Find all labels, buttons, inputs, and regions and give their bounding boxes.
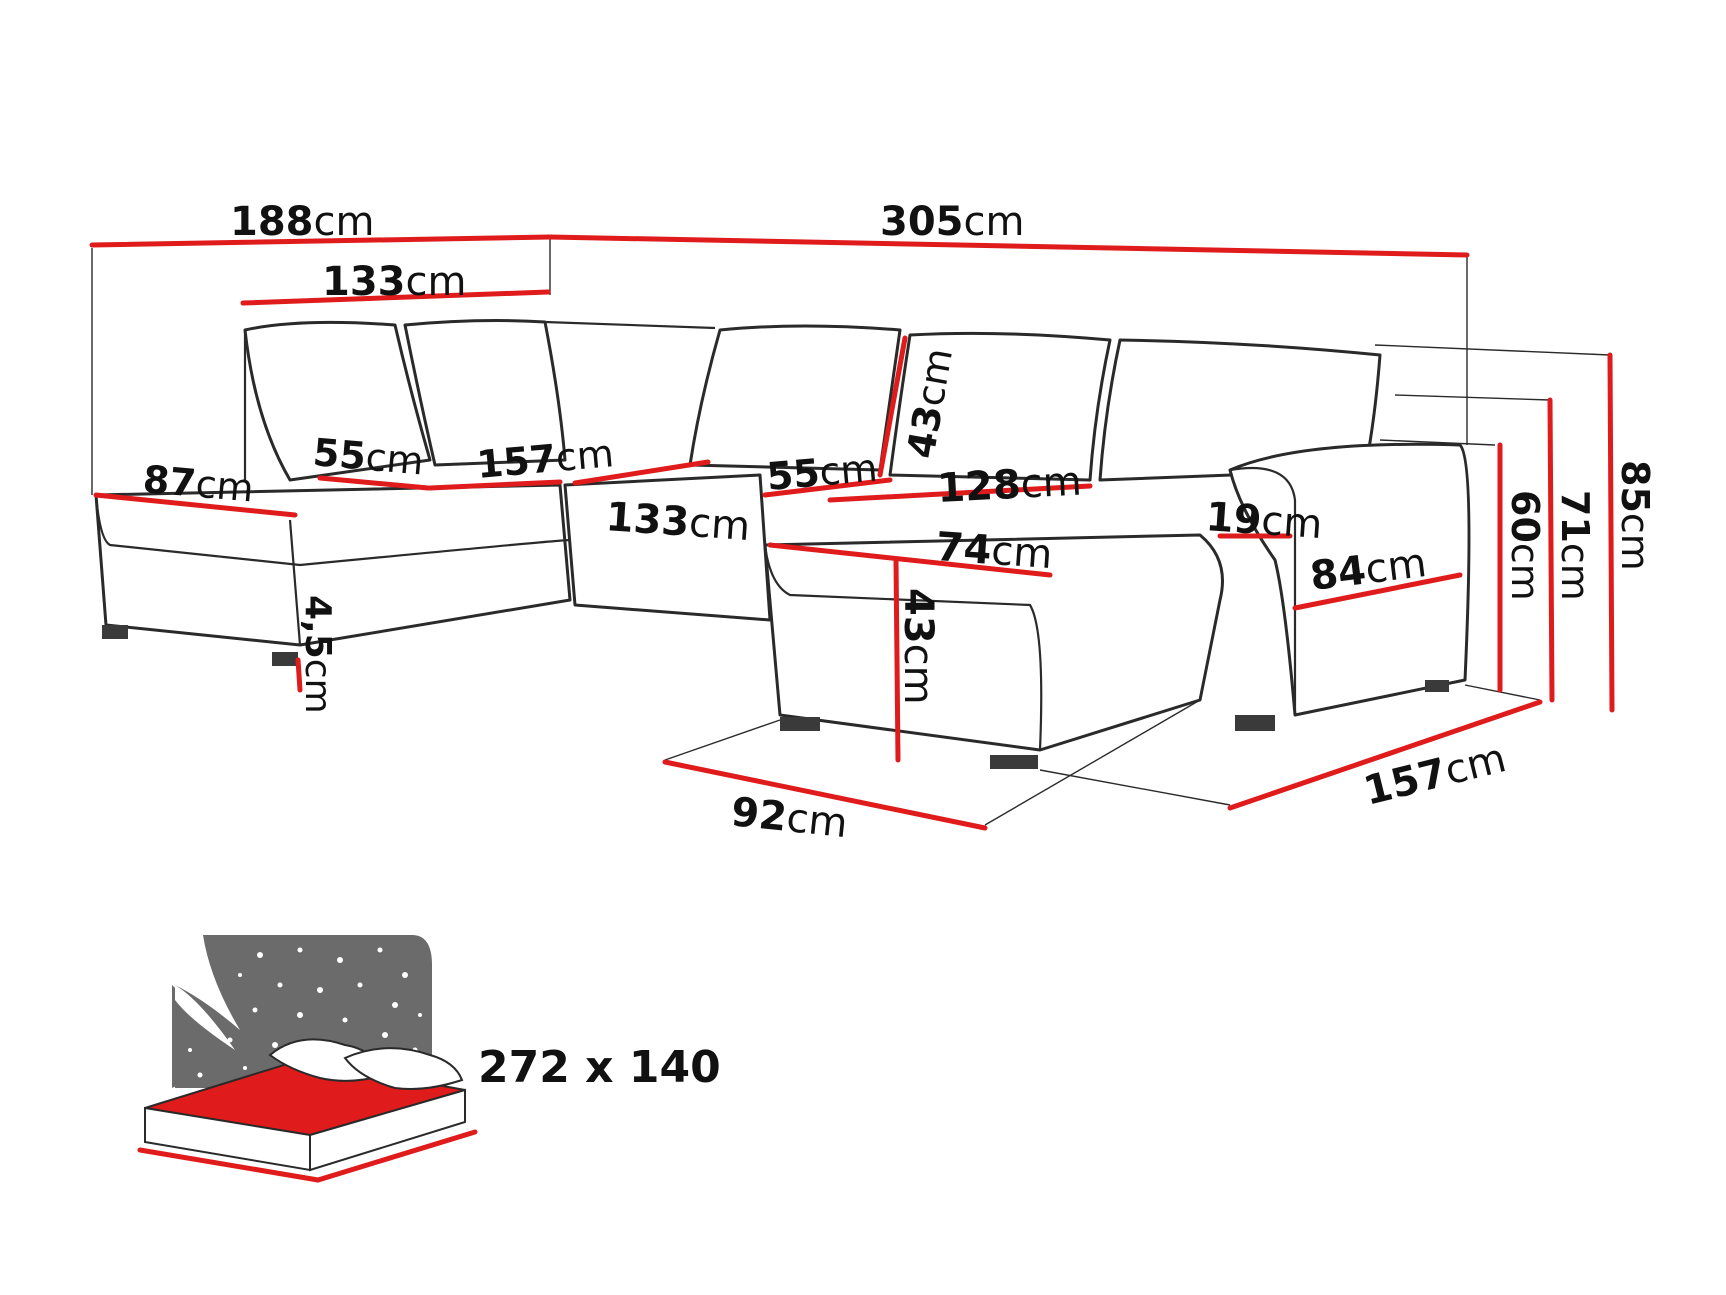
- bed-function-icon: [137, 935, 478, 1183]
- label-right-cushion: 55cm: [765, 445, 879, 498]
- label-total-depth: 157cm: [1359, 735, 1510, 815]
- corner-sofa-drawing: [94, 319, 1471, 769]
- label-total-width-left: 188cm: [230, 199, 374, 245]
- label-total-width-main: 305cm: [880, 199, 1024, 245]
- label-leg-height: 4,5cm: [297, 595, 338, 714]
- label-ottoman-depth: 74cm: [934, 524, 1054, 578]
- label-total-height: 85cm: [1613, 460, 1657, 571]
- label-middle-front: 133cm: [604, 494, 751, 550]
- label-seat-height: 43cm: [895, 588, 941, 705]
- left-back-cushion-2: [403, 319, 567, 467]
- label-left-back-width: 133cm: [322, 259, 466, 305]
- label-middle-seat: 157cm: [475, 431, 616, 487]
- right-back-cushion-2: [1098, 338, 1382, 482]
- dimension-labels: 188cm 305cm 133cm 87cm 55cm 157cm 133cm …: [141, 199, 1657, 847]
- foot: [990, 755, 1038, 769]
- label-right-seat: 128cm: [936, 458, 1083, 511]
- dimension-lines: [89, 234, 1615, 831]
- right-armrest: [1228, 442, 1471, 717]
- middle-back-cushion: [688, 324, 902, 472]
- foot: [1425, 680, 1449, 692]
- left-back-cushion-1: [243, 320, 432, 482]
- label-armrest-width: 19cm: [1204, 494, 1324, 548]
- foot: [1235, 715, 1275, 731]
- foot: [780, 717, 820, 731]
- label-armrest-height: 60cm: [1503, 490, 1547, 601]
- label-armrest-depth: 84cm: [1308, 540, 1429, 600]
- label-left-cushion: 55cm: [311, 430, 425, 483]
- foot: [272, 652, 298, 666]
- right-ottoman: [763, 533, 1224, 752]
- foot: [102, 625, 128, 639]
- middle-section: [563, 473, 772, 622]
- label-left-seat-depth: 87cm: [141, 457, 255, 510]
- right-back-cushion-1: [888, 331, 1112, 482]
- pillow: [343, 1047, 464, 1090]
- label-ottoman-width: 92cm: [729, 789, 850, 847]
- bed-size-label: 272 x 140: [478, 1042, 721, 1093]
- bed-width-arrow: [137, 1129, 478, 1183]
- label-mid-height: 71cm: [1553, 490, 1597, 601]
- guide-lines: [91, 238, 1611, 826]
- label-back-cushion-height: 43cm: [899, 345, 962, 462]
